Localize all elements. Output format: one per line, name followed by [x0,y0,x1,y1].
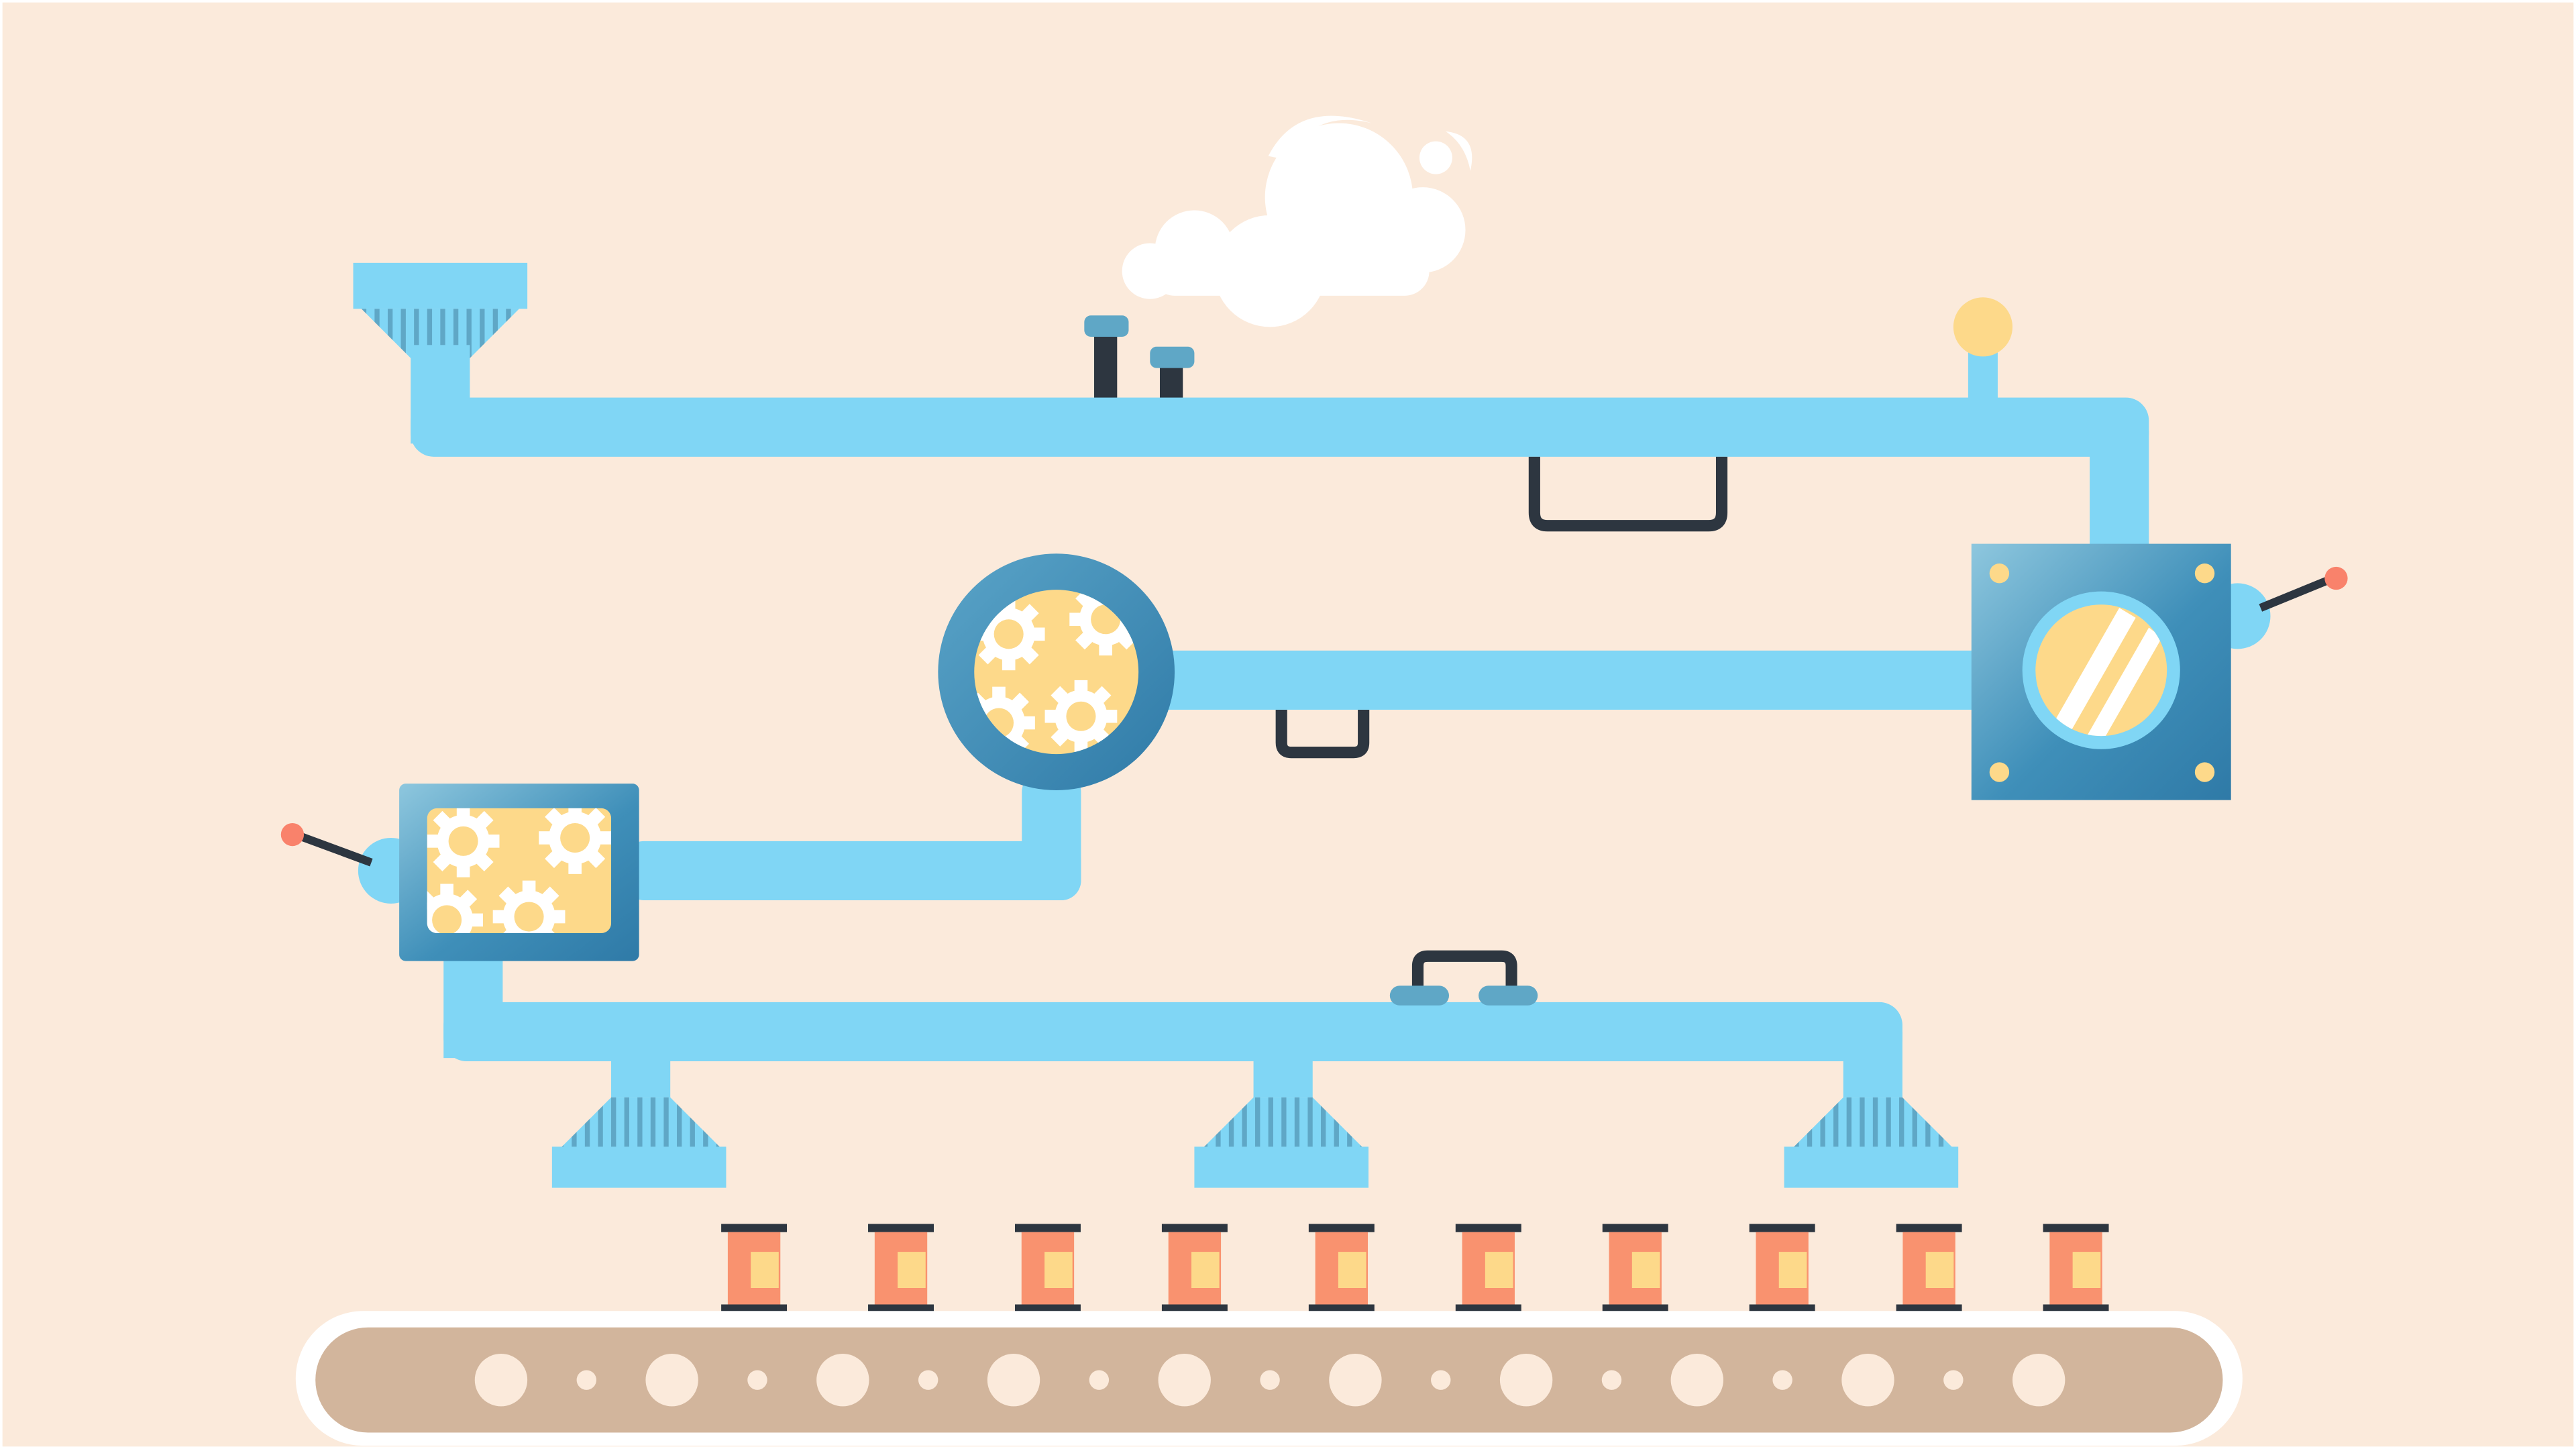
spool-icon [1602,1224,1668,1313]
spool-icon [1014,1224,1081,1313]
lever-icon [280,822,305,847]
spool-icon [1896,1224,1962,1313]
conveyor-bolt [918,1370,938,1390]
pipe-handle-top [1528,456,1728,532]
conveyor-roller [645,1353,698,1407]
conveyor-bolt [1601,1370,1622,1390]
products-row [721,1224,2109,1313]
hopper-icon [353,262,528,358]
steam-cloud-icon [1122,115,1472,327]
conveyor-bolt [1772,1370,1792,1390]
pipe-handle-bottom [1389,950,1538,1006]
conveyor-roller [2012,1353,2065,1407]
conveyor-bolt [1431,1370,1451,1390]
conveyor-roller [987,1353,1040,1407]
conveyor-bolt [1260,1370,1280,1390]
conveyor-belt-icon [295,1311,2243,1446]
spool-icon [868,1224,934,1313]
spool-icon [1161,1224,1228,1313]
dispenser-nozzle-icon [551,1097,727,1188]
porthole-machine-icon [1971,543,2348,800]
conveyor-roller [1158,1353,1211,1407]
chimney-icon [1084,315,1195,401]
conveyor-bolt [1943,1370,1964,1390]
conveyor-roller [1670,1353,1723,1407]
spool-icon [2043,1224,2109,1313]
spool-icon [1308,1224,1375,1313]
dispenser-nozzle-icon [1784,1097,1959,1188]
gear-machine-icon [938,553,1175,790]
conveyor-roller [1499,1353,1553,1407]
connector-pipe [624,772,1081,901]
conveyor-bolt [747,1370,767,1390]
conveyor-roller [474,1353,528,1407]
middle-pipe [1158,650,1980,710]
conveyor-roller [1329,1353,1382,1407]
conveyor-roller [816,1353,869,1407]
top-pipe [411,345,2149,554]
spool-icon [721,1224,788,1313]
bottom-pipe [443,956,1902,1097]
gear-machine-icon [280,784,639,961]
light-bulb-icon [1953,297,2012,401]
pipe-handle-middle [1275,709,1370,759]
spool-icon [1749,1224,1815,1313]
conveyor-bolt [1089,1370,1110,1390]
spool-icon [1455,1224,1521,1313]
lever-icon [2324,566,2348,590]
dispenser-nozzle-icon [1194,1097,1368,1188]
conveyor-bolt [576,1370,596,1390]
conveyor-roller [1841,1353,1894,1407]
